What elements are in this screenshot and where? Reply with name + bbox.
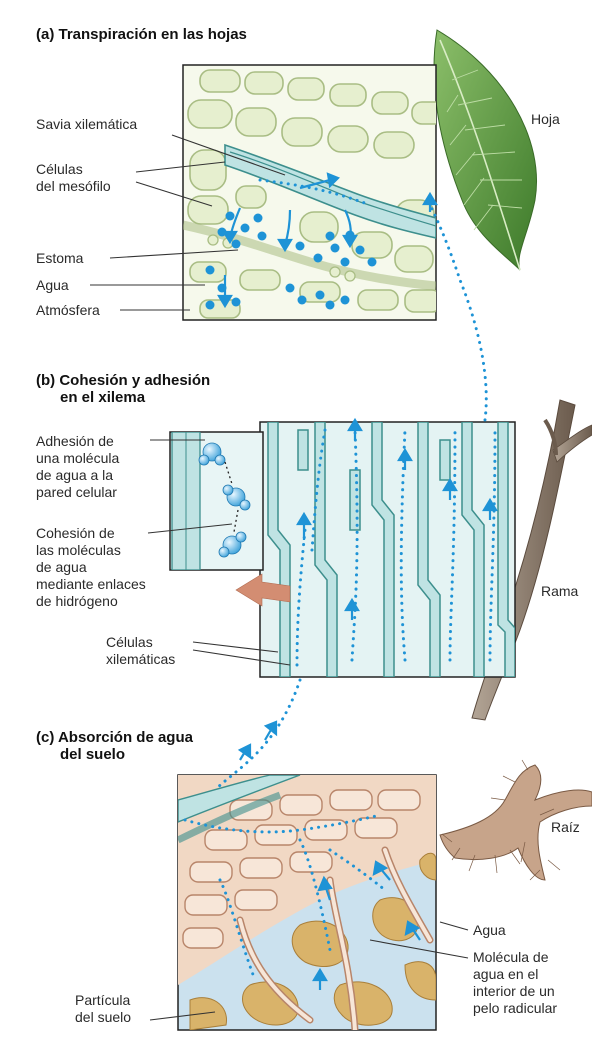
label-raiz: Raíz — [551, 819, 580, 835]
label-cohesion-2: las moléculas — [36, 542, 121, 558]
water-molecule-icon — [198, 442, 226, 466]
label-agua-c: Agua — [473, 922, 506, 938]
water-molecule-icon — [218, 531, 247, 558]
panel-b-box — [259, 421, 516, 678]
panel-c-heading-line2: del suelo — [60, 746, 126, 763]
label-agua-a: Agua — [36, 277, 69, 293]
label-cohesion-5: de hidrógeno — [36, 593, 118, 609]
label-xilem-1: Células — [106, 634, 153, 650]
label-hoja: Hoja — [531, 111, 560, 127]
label-mesofilo-1: Células — [36, 161, 83, 177]
water-droplets — [205, 211, 377, 310]
label-atmosfera: Atmósfera — [36, 302, 100, 318]
panel-b-heading-line2: en el xilema — [60, 389, 146, 406]
label-molecula-1: Molécula de — [473, 949, 549, 965]
leaf-illustration — [433, 29, 537, 271]
magnify-arrow-icon — [235, 573, 291, 607]
panel-a-box — [182, 64, 437, 321]
label-xilem-2: xilemáticas — [106, 651, 176, 667]
label-adhesion-2: una molécula — [36, 450, 120, 466]
label-molecula-3: interior de un — [473, 983, 555, 999]
panel-b-inset — [169, 431, 291, 607]
label-rama: Rama — [541, 583, 579, 599]
label-cohesion-1: Cohesión de — [36, 525, 115, 541]
label-molecula-2: agua en el — [473, 966, 539, 982]
panel-c-box — [177, 774, 437, 1031]
label-savia: Savia xilemática — [36, 116, 138, 132]
leader-lines — [90, 134, 469, 1021]
label-particula-1: Partícula — [75, 992, 131, 1008]
label-molecula-4: pelo radicular — [473, 1000, 558, 1016]
water-flow-paths — [183, 178, 497, 982]
root-illustration — [439, 759, 592, 881]
label-particula-2: del suelo — [75, 1009, 132, 1025]
label-cohesion-4: mediante enlaces — [36, 576, 146, 592]
panel-b-heading-line1: (b) Cohesión y adhesión — [36, 372, 211, 389]
panel-c-heading-line1: (c) Absorción de agua — [36, 729, 193, 746]
label-adhesion-3: de agua a la — [36, 467, 114, 483]
arrow-icons — [217, 172, 498, 990]
panel-a-heading: (a) Transpiración en las hojas — [36, 26, 247, 43]
label-adhesion-4: pared celular — [36, 484, 117, 500]
label-cohesion-3: de agua — [36, 559, 87, 575]
label-estoma: Estoma — [36, 250, 84, 266]
water-molecule-icon — [222, 484, 251, 511]
label-mesofilo-2: del mesófilo — [36, 178, 111, 194]
label-adhesion-1: Adhesión de — [36, 433, 114, 449]
